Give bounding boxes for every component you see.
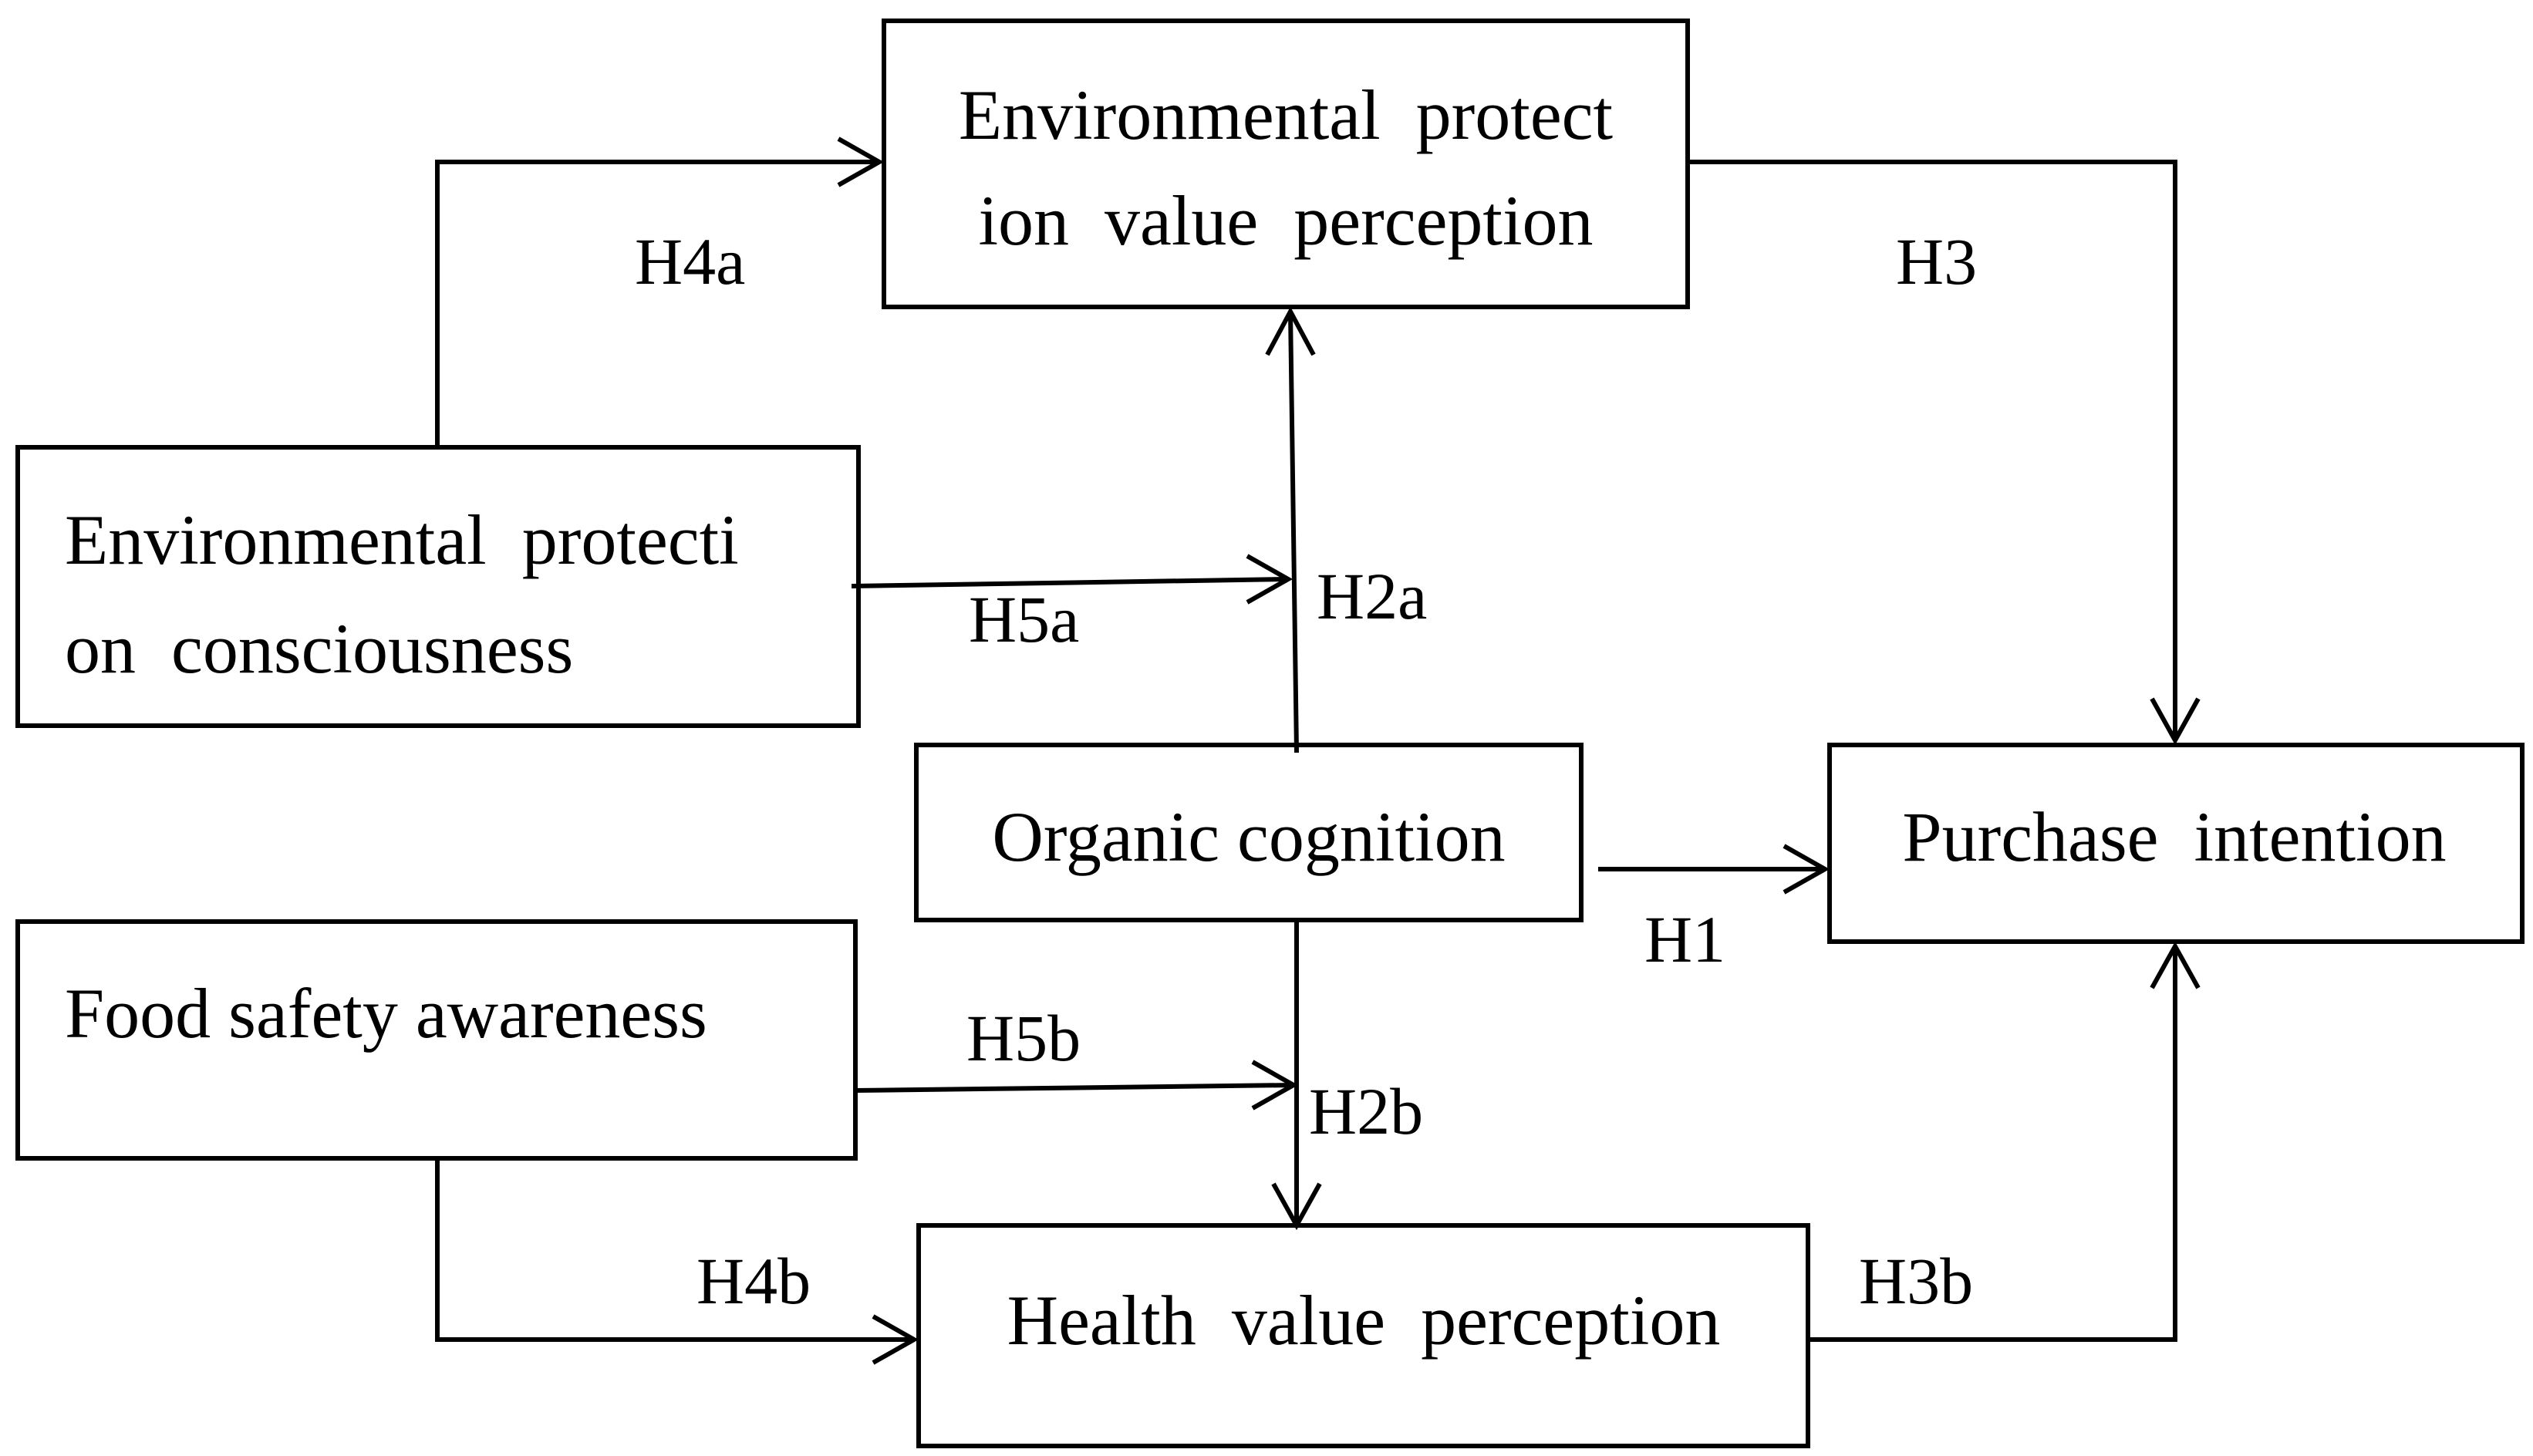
- env-consciousness-box: [15, 445, 861, 728]
- food-safety-awareness-label: Food safety awareness: [65, 974, 707, 1053]
- env-value-perception-label-2: ion value perception: [978, 181, 1593, 260]
- edge-label-h2a: H2a: [1317, 559, 1427, 633]
- edge-label-h4b: H4b: [696, 1244, 811, 1318]
- edge-h3: [1688, 160, 2177, 740]
- edge-label-h1: H1: [1644, 902, 1725, 976]
- edge-label-h5a: H5a: [969, 582, 1079, 656]
- edge-label-h3b: H3b: [1859, 1244, 1973, 1318]
- edge-label-h2b: H2b: [1309, 1074, 1423, 1148]
- env-consciousness-label-2: on consciousness: [65, 609, 573, 688]
- env-value-perception-box: [882, 19, 1690, 309]
- arrowhead-h2b: [1271, 1182, 1322, 1231]
- food-safety-awareness-box: [15, 919, 858, 1161]
- env-value-perception-label-1: Environmental protect: [959, 76, 1614, 154]
- arrowhead-h4a: [837, 136, 885, 187]
- arrowhead-h5b: [1251, 1060, 1299, 1111]
- edge-h3b: [1808, 946, 2177, 1342]
- edge-h4a: [435, 160, 879, 447]
- edge-h5a: [851, 577, 1289, 588]
- edge-h4b: [435, 1158, 914, 1342]
- purchase-intention-box: [1827, 743, 2525, 944]
- arrowhead-h3b: [2150, 941, 2201, 989]
- edge-h5b: [855, 1083, 1294, 1093]
- organic-cognition-box: [914, 743, 1584, 922]
- arrowhead-h5a: [1246, 554, 1293, 605]
- edge-h2a: [1288, 311, 1299, 753]
- purchase-intention-label: Purchase intention: [1902, 797, 2446, 876]
- edge-label-h5b: H5b: [966, 1001, 1081, 1075]
- arrowhead-h3: [2150, 697, 2201, 746]
- organic-cognition-label: Organic cognition: [992, 797, 1505, 876]
- env-consciousness-label-1: Environmental protecti: [65, 501, 739, 579]
- arrowhead-h4b: [872, 1314, 919, 1365]
- arrowhead-h2a: [1265, 306, 1316, 356]
- edge-label-h4a: H4a: [635, 224, 745, 298]
- health-value-perception-box: [916, 1223, 1810, 1448]
- health-value-perception-label: Health value perception: [1007, 1281, 1721, 1360]
- edge-label-h3: H3: [1896, 224, 1977, 298]
- arrowhead-h1: [1783, 844, 1830, 895]
